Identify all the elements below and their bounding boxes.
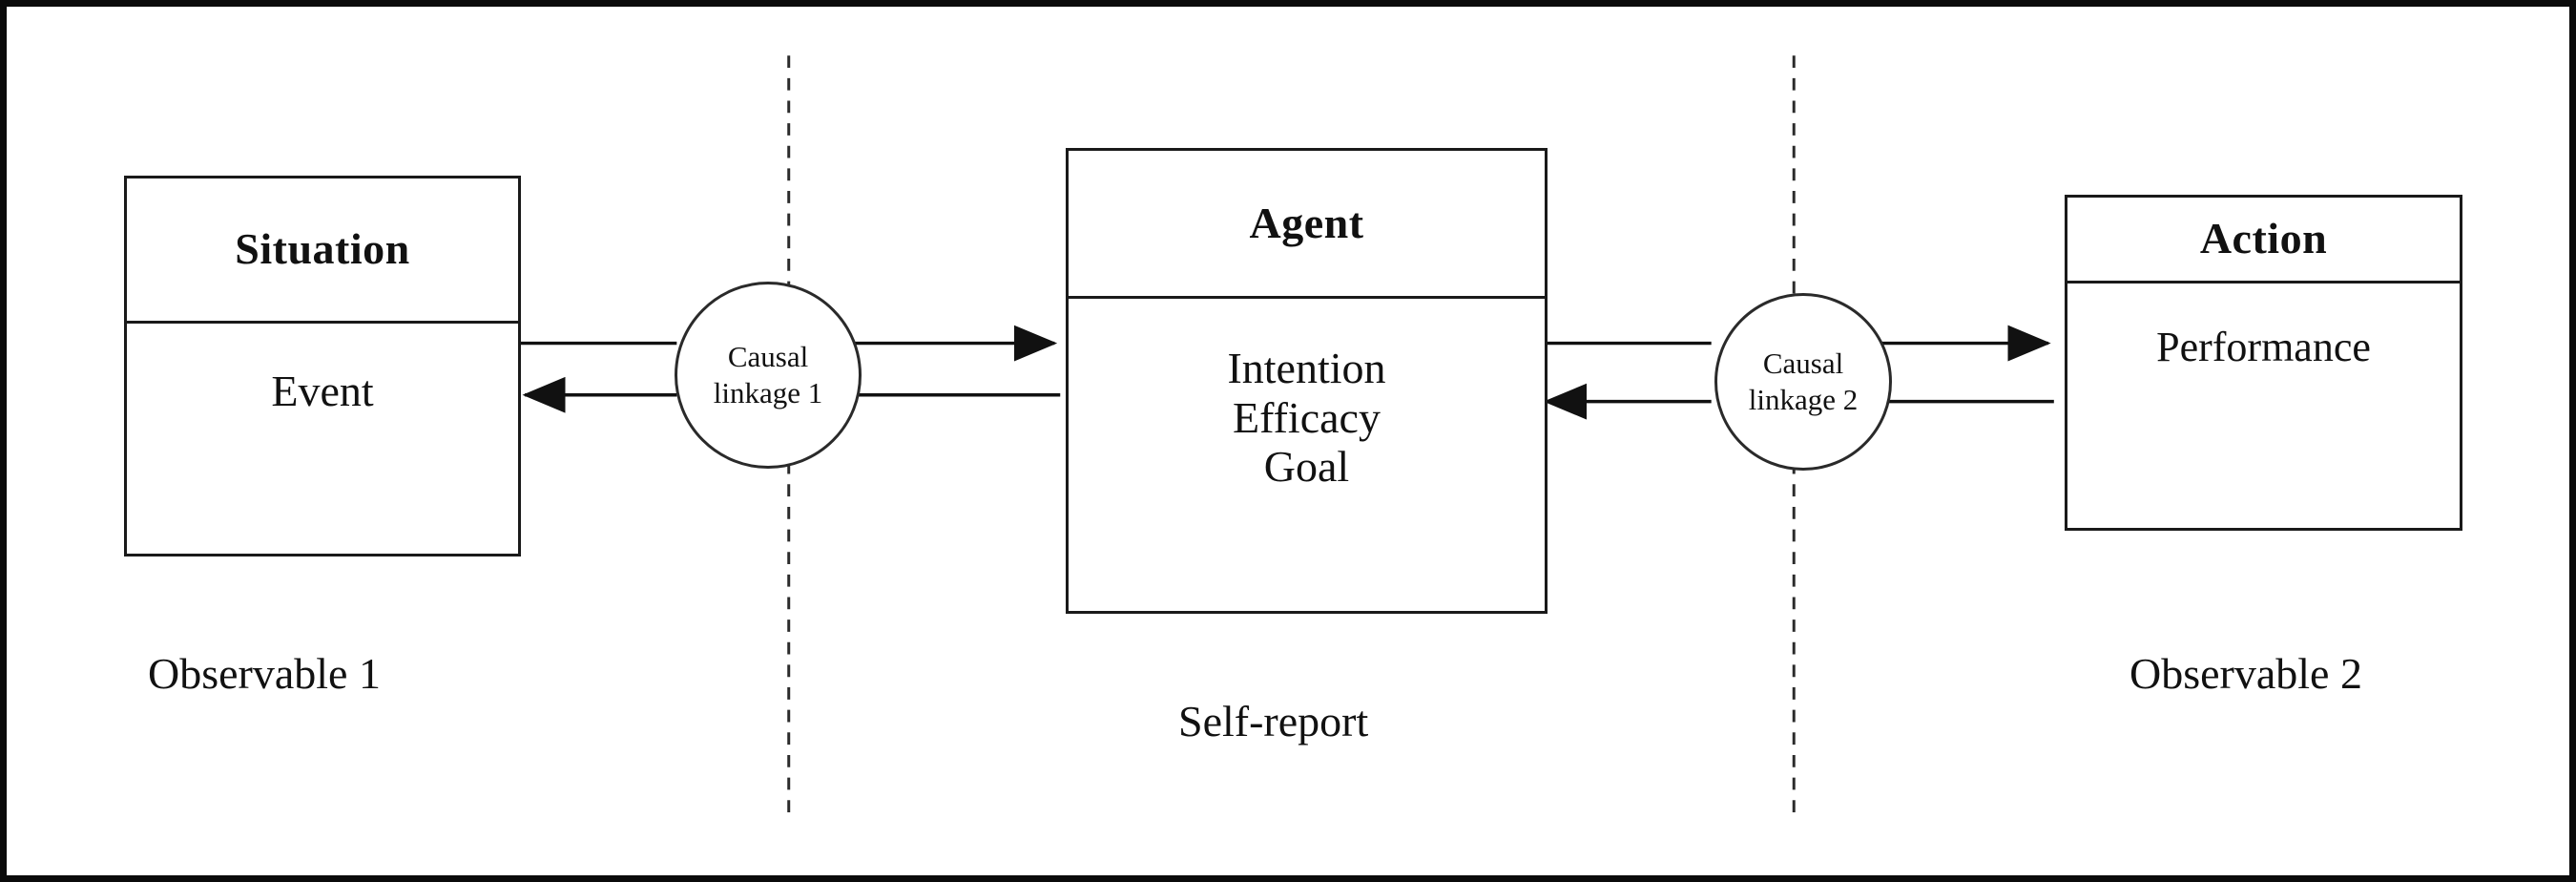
caption-observable-1: Observable 1 xyxy=(148,649,381,698)
node-situation-title: Situation xyxy=(235,224,410,274)
linkage-node-1[interactable]: Causal linkage 1 xyxy=(675,282,862,469)
caption-self-report: Self-report xyxy=(1178,697,1369,746)
node-agent-header: Agent xyxy=(1069,151,1545,299)
caption-observable-2: Observable 2 xyxy=(2129,649,2362,698)
node-agent-body: Intention Efficacy Goal xyxy=(1069,299,1545,611)
linkage-node-1-line-2: linkage 1 xyxy=(713,376,823,410)
node-situation-body: Event xyxy=(127,324,518,554)
node-agent-item-efficacy: Efficacy xyxy=(1233,392,1381,442)
linkage-node-2[interactable]: Causal linkage 2 xyxy=(1714,293,1892,471)
node-action-item-performance: Performance xyxy=(2156,324,2371,370)
linkage-node-2-line-2: linkage 2 xyxy=(1748,383,1859,416)
node-situation[interactable]: Situation Event xyxy=(124,176,521,556)
node-action-title: Action xyxy=(2199,214,2328,263)
node-agent-item-goal: Goal xyxy=(1263,442,1350,492)
node-agent-item-intention: Intention xyxy=(1227,344,1386,392)
node-action-body: Performance xyxy=(2067,284,2460,528)
node-action-header: Action xyxy=(2067,198,2460,284)
node-agent[interactable]: Agent Intention Efficacy Goal xyxy=(1066,148,1548,614)
linkage-node-1-line-1: Causal xyxy=(727,340,809,374)
node-agent-title: Agent xyxy=(1249,198,1364,247)
linkage-node-2-line-1: Causal xyxy=(1762,346,1844,381)
node-situation-header: Situation xyxy=(127,178,518,324)
node-action[interactable]: Action Performance xyxy=(2065,195,2462,531)
node-situation-item-event: Event xyxy=(271,367,374,415)
diagram-canvas xyxy=(7,7,2569,875)
